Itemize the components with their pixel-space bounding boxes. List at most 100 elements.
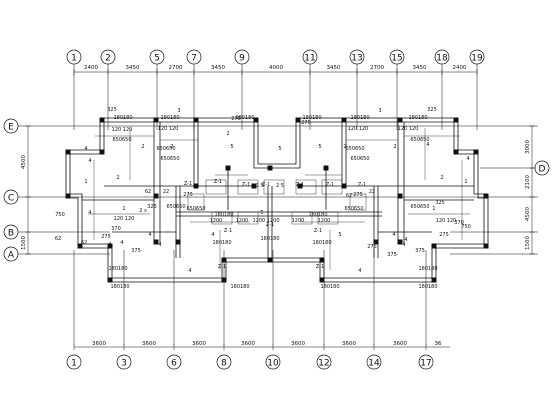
annotation-20: 5 bbox=[318, 144, 321, 150]
annotation-108: 275 bbox=[367, 244, 377, 250]
annotation-67: 275 bbox=[101, 234, 111, 240]
axis-bubble-bottom-4 bbox=[265, 354, 281, 370]
dim-text-bottom-3: 3600 bbox=[241, 341, 255, 347]
annotation-74: 325 bbox=[435, 200, 445, 206]
annotation-6: 120 120 bbox=[112, 127, 133, 133]
annotation-39: Z-1 bbox=[214, 179, 222, 185]
annotation-30: 1 bbox=[84, 179, 87, 185]
drawing-annotations: 180180 180180 180180 180180 180180 180180 120 … bbox=[55, 107, 471, 290]
column-33 bbox=[319, 277, 325, 283]
axis-bubble-top-0 bbox=[66, 49, 82, 65]
footing-beams bbox=[88, 128, 470, 270]
annotation-10: 650650 bbox=[112, 137, 131, 143]
column-18 bbox=[397, 193, 403, 199]
footing-pad-7 bbox=[291, 211, 313, 225]
dim-text-top-1: 3450 bbox=[126, 65, 140, 71]
footing-pad-5 bbox=[211, 211, 233, 225]
annotation-68: 275 bbox=[439, 232, 449, 238]
annotation-21: 2 bbox=[141, 144, 144, 150]
column-9 bbox=[99, 149, 105, 155]
annotation-8: 120 120 bbox=[348, 126, 369, 132]
annotation-32: 2 bbox=[116, 175, 119, 181]
annotation-48: 1200 bbox=[292, 218, 305, 224]
column-10 bbox=[473, 149, 479, 155]
annotation-82: 180180 bbox=[308, 212, 327, 218]
annotation-102: 4 bbox=[188, 268, 191, 274]
dimension-lines bbox=[25, 69, 535, 350]
annotation-15: 650650 bbox=[350, 156, 369, 162]
axis-bubble-bottom-3 bbox=[216, 354, 232, 370]
axis-bubble-left-3 bbox=[3, 246, 19, 262]
annotation-64: 370 bbox=[454, 220, 464, 226]
annotation-49: 1200 bbox=[318, 218, 331, 224]
annotation-0: 180180 bbox=[113, 115, 132, 121]
dim-text-top-5: 3450 bbox=[327, 65, 341, 71]
annotation-53: 275 bbox=[353, 192, 363, 198]
annotation-89: 180180 bbox=[212, 240, 231, 246]
annotation-25: 2 bbox=[393, 144, 396, 150]
annotation-40: Z-1 bbox=[242, 182, 250, 188]
annotation-98: Z-1 bbox=[218, 264, 226, 270]
footing-pad-1 bbox=[237, 179, 259, 195]
annotation-28: 4 bbox=[426, 142, 429, 148]
axis-bubble-top-4 bbox=[234, 49, 250, 65]
annotation-63: 370 bbox=[111, 226, 121, 232]
annotation-26: 4 bbox=[84, 146, 87, 152]
annotation-54: 62 bbox=[145, 189, 151, 195]
annotation-86: Z-1 bbox=[266, 222, 274, 228]
column-27 bbox=[373, 239, 379, 245]
grid-lines bbox=[18, 64, 538, 345]
column-32 bbox=[221, 277, 227, 283]
axis-bubble-top-8 bbox=[434, 49, 450, 65]
annotation-91: 180180 bbox=[312, 240, 331, 246]
column-36 bbox=[225, 165, 231, 171]
column-31 bbox=[107, 277, 113, 283]
annotation-80: 62 bbox=[81, 240, 87, 246]
footing-pad-6 bbox=[237, 211, 259, 225]
annotation-78: 750 bbox=[461, 224, 471, 230]
annotation-77: 750 bbox=[55, 212, 65, 218]
column-3 bbox=[253, 117, 259, 123]
annotation-71: 4 bbox=[120, 240, 123, 246]
axis-label-top-9: 19 bbox=[471, 54, 483, 64]
column-4 bbox=[295, 117, 301, 123]
dim-text-bottom-6: 3600 bbox=[393, 341, 407, 347]
axis-label-bottom-0: 1 bbox=[71, 359, 77, 369]
column-16 bbox=[297, 183, 303, 189]
annotation-5: 180180 bbox=[408, 115, 427, 121]
axis-bubble-bottom-5 bbox=[316, 354, 332, 370]
annotation-94: 4 bbox=[392, 232, 395, 238]
annotation-34: 325 bbox=[107, 107, 117, 113]
axis-bubble-top-3 bbox=[186, 49, 202, 65]
axis-label-top-4: 9 bbox=[239, 54, 245, 64]
annotation-11: 650650 bbox=[156, 146, 175, 152]
column-34 bbox=[431, 277, 437, 283]
axis-bubble-bottom-7 bbox=[418, 354, 434, 370]
axis-label-left-1: C bbox=[8, 194, 14, 204]
annotation-31: 1 bbox=[464, 179, 467, 185]
annotation-103: 4 bbox=[358, 268, 361, 274]
column-14 bbox=[193, 183, 199, 189]
annotation-90: 180180 bbox=[260, 236, 279, 242]
annotation-17: 3 bbox=[378, 108, 381, 114]
annotation-83: 5 bbox=[260, 210, 263, 216]
dim-text-top-3: 3450 bbox=[211, 65, 225, 71]
annotation-87: Z-1 bbox=[224, 228, 232, 234]
dim-text-top-6: 2700 bbox=[370, 65, 384, 71]
annotation-1: 180180 bbox=[160, 115, 179, 121]
annotation-16: 3 bbox=[177, 108, 180, 114]
annotation-109: 375 bbox=[387, 252, 397, 258]
column-21 bbox=[107, 243, 113, 249]
axis-label-bottom-7: 17 bbox=[420, 359, 431, 369]
annotation-51: 650650 bbox=[344, 206, 363, 212]
annotation-79: 62 bbox=[55, 236, 61, 242]
annotation-37: 275 bbox=[301, 120, 311, 126]
annotation-92: 4 bbox=[148, 232, 151, 238]
axis-bubble-top-7 bbox=[389, 49, 405, 65]
column-markers bbox=[65, 117, 489, 283]
dim-text-bottom-7: 36 bbox=[435, 341, 442, 347]
column-35 bbox=[267, 165, 273, 171]
annotation-7: 120 120 bbox=[158, 126, 179, 132]
annotation-58: 1 5 bbox=[256, 183, 264, 189]
annotation-69: 4 bbox=[108, 242, 111, 248]
